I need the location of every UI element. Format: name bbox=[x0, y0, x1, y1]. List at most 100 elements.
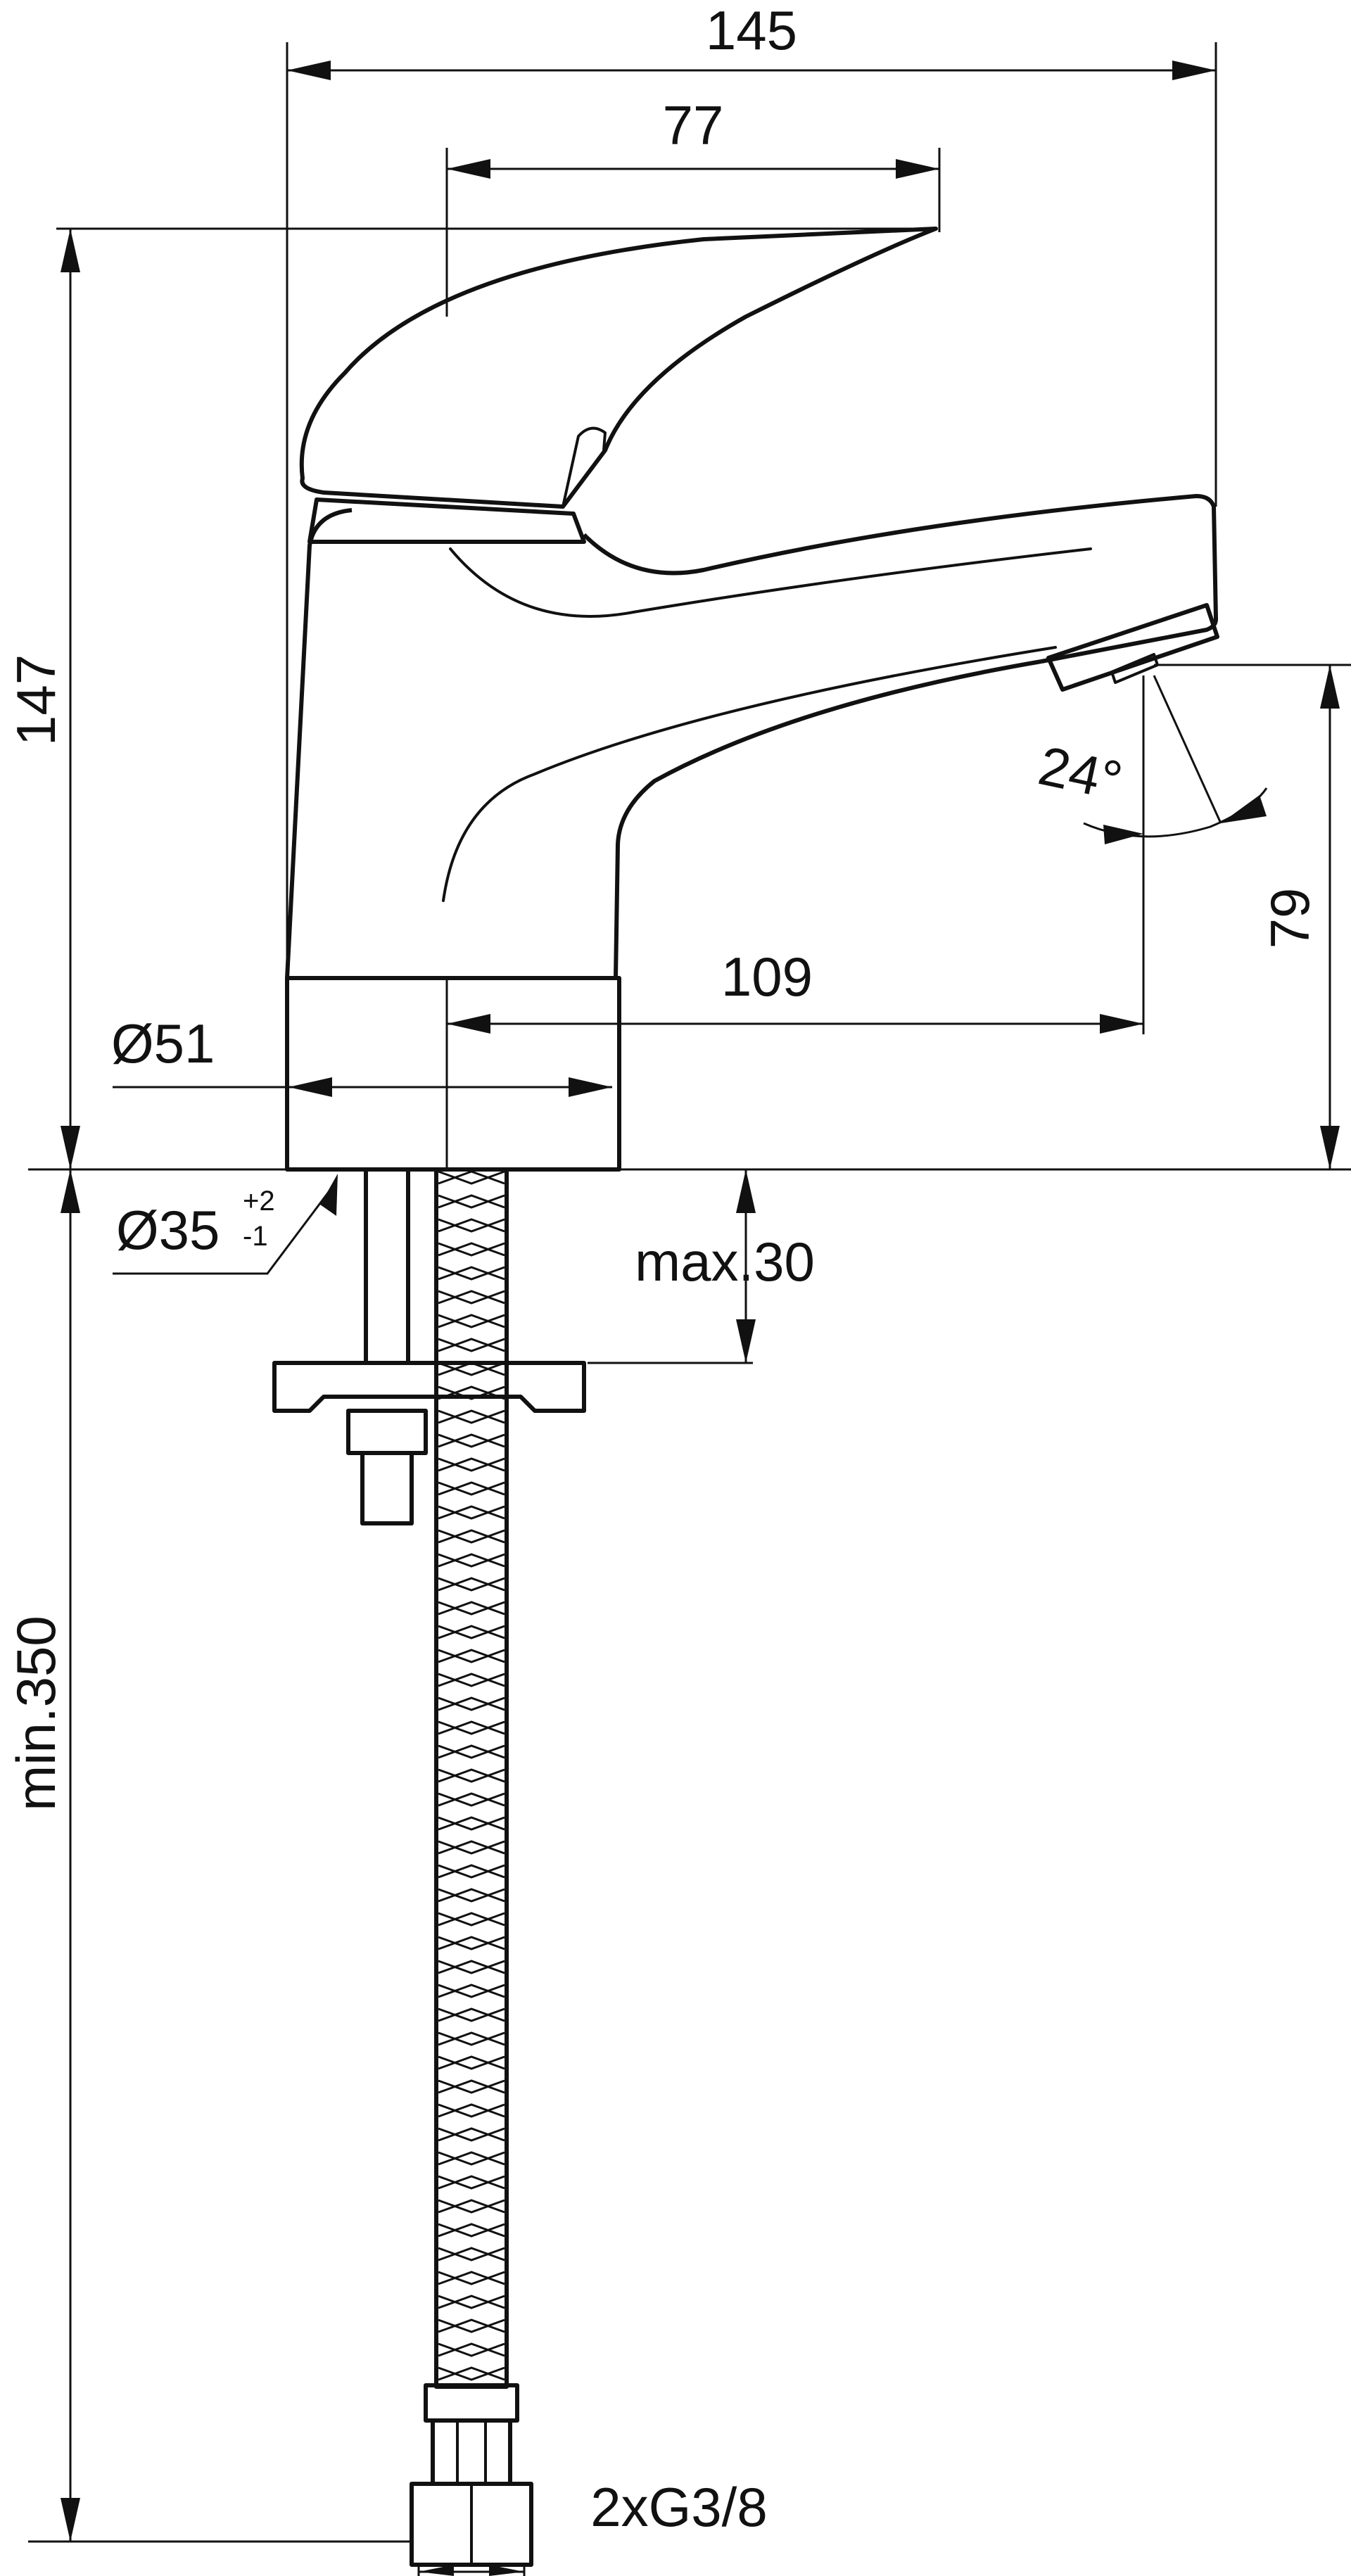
label-width-total: 145 bbox=[706, 0, 797, 61]
label-spout-height: 79 bbox=[1259, 888, 1321, 949]
braid-chevron bbox=[438, 2199, 505, 2214]
braid-chevron bbox=[438, 1433, 505, 1448]
body-left-edge bbox=[285, 508, 353, 979]
arrowhead bbox=[1221, 795, 1267, 823]
braid-chevron bbox=[438, 1840, 505, 1855]
braid-chevron bbox=[438, 1601, 505, 1616]
arrowhead bbox=[569, 1077, 612, 1097]
braid-chevron bbox=[438, 1673, 505, 1687]
hose-braid-pattern bbox=[438, 1170, 505, 2381]
label-base-diameter: Ø51 bbox=[111, 1013, 215, 1074]
braid-chevron bbox=[438, 1194, 505, 1209]
arrowhead bbox=[736, 1319, 756, 1363]
faucet-base bbox=[285, 976, 621, 1172]
braid-chevron bbox=[438, 1290, 505, 1305]
mounting-stud bbox=[364, 1167, 410, 1365]
dimension-lines bbox=[28, 42, 1351, 2576]
dimension-labels: 145 77 147 79 109 24° Ø51 Ø35 +2 -1 max.… bbox=[5, 0, 1321, 2538]
arrowhead bbox=[288, 1077, 332, 1097]
arrowhead bbox=[1320, 665, 1340, 709]
label-height-total: 147 bbox=[5, 654, 67, 746]
braid-chevron bbox=[438, 1960, 505, 1974]
label-spout-reach: 109 bbox=[721, 946, 813, 1008]
braid-chevron bbox=[438, 1409, 505, 1424]
braid-chevron bbox=[438, 2103, 505, 2118]
label-hole-diameter: Ø35 bbox=[116, 1199, 220, 1261]
braid-chevron bbox=[438, 1984, 505, 1998]
braid-chevron bbox=[438, 1744, 505, 1759]
braid-chevron bbox=[438, 2007, 505, 2022]
braid-chevron bbox=[438, 1912, 505, 1927]
label-hose-length: min.350 bbox=[5, 1616, 67, 1811]
braid-chevron bbox=[438, 1194, 505, 1209]
lever-joint bbox=[562, 426, 607, 508]
braid-chevron bbox=[438, 1218, 505, 1233]
braid-chevron bbox=[438, 2151, 505, 2166]
braid-chevron bbox=[438, 2055, 505, 2070]
arrowhead bbox=[419, 2565, 454, 2576]
braid-chevron bbox=[438, 2247, 505, 2261]
braid-chevron bbox=[438, 1385, 505, 1400]
braid-chevron bbox=[438, 1792, 505, 1807]
braid-chevron bbox=[438, 1696, 505, 1711]
braid-chevron bbox=[438, 1768, 505, 1783]
stud-end bbox=[360, 1451, 414, 1525]
braid-chevron bbox=[438, 1864, 505, 1879]
braid-chevron bbox=[438, 1553, 505, 1568]
braid-chevron bbox=[438, 2318, 505, 2333]
braid-chevron bbox=[438, 1936, 505, 1950]
braid-chevron bbox=[438, 1481, 505, 1496]
label-spout-angle: 24° bbox=[1034, 734, 1128, 812]
braid-chevron bbox=[438, 1625, 505, 1639]
braid-chevron bbox=[438, 1362, 505, 1376]
arrowhead bbox=[1100, 1014, 1143, 1034]
braid-chevron bbox=[438, 1649, 505, 1663]
braid-chevron bbox=[438, 1338, 505, 1352]
braid-chevron bbox=[438, 1529, 505, 1544]
braid-chevron bbox=[438, 2342, 505, 2357]
arrowhead bbox=[61, 1126, 80, 1169]
braid-chevron bbox=[438, 1864, 505, 1879]
arrowhead bbox=[736, 1169, 756, 1213]
braid-chevron bbox=[438, 1314, 505, 1328]
braid-chevron bbox=[438, 1433, 505, 1448]
braid-chevron bbox=[438, 1840, 505, 1855]
braid-chevron bbox=[438, 1242, 505, 1257]
arrowhead bbox=[61, 1169, 80, 1213]
braid-chevron bbox=[438, 1720, 505, 1735]
arrowhead bbox=[447, 1014, 490, 1034]
braid-chevron bbox=[438, 1984, 505, 1998]
braid-chevron bbox=[438, 1481, 505, 1496]
label-lever-reach: 77 bbox=[663, 94, 724, 156]
braid-chevron bbox=[438, 2271, 505, 2285]
braid-chevron bbox=[438, 2007, 505, 2022]
braid-chevron bbox=[438, 1696, 505, 1711]
braid-chevron bbox=[438, 1529, 505, 1544]
braid-chevron bbox=[438, 1888, 505, 1903]
braid-chevron bbox=[438, 1266, 505, 1281]
braid-chevron bbox=[438, 1385, 505, 1400]
leader-35 bbox=[113, 1188, 332, 1275]
braid-chevron bbox=[438, 1673, 505, 1687]
body-highlight bbox=[442, 646, 1057, 902]
braid-chevron bbox=[438, 1960, 505, 1974]
spout-top bbox=[582, 494, 1218, 664]
braid-chevron bbox=[438, 2079, 505, 2094]
label-hole-tol-minus: -1 bbox=[243, 1221, 268, 1252]
label-hole-tol-plus: +2 bbox=[243, 1186, 275, 1217]
hose-crimp bbox=[431, 2418, 512, 2486]
arrowhead bbox=[1320, 1126, 1340, 1169]
arrowhead bbox=[489, 2565, 524, 2576]
braid-chevron bbox=[438, 1625, 505, 1639]
braid-chevron bbox=[438, 2127, 505, 2142]
braid-chevron bbox=[438, 1266, 505, 1281]
braid-chevron bbox=[438, 2127, 505, 2142]
braid-chevron bbox=[438, 1242, 505, 1257]
braid-chevron bbox=[438, 2199, 505, 2214]
braid-chevron bbox=[438, 1912, 505, 1927]
arrowhead bbox=[896, 159, 939, 179]
arrowhead bbox=[447, 159, 490, 179]
braid-chevron bbox=[438, 1768, 505, 1783]
braid-chevron bbox=[438, 2366, 505, 2381]
lever-handle bbox=[299, 227, 938, 509]
